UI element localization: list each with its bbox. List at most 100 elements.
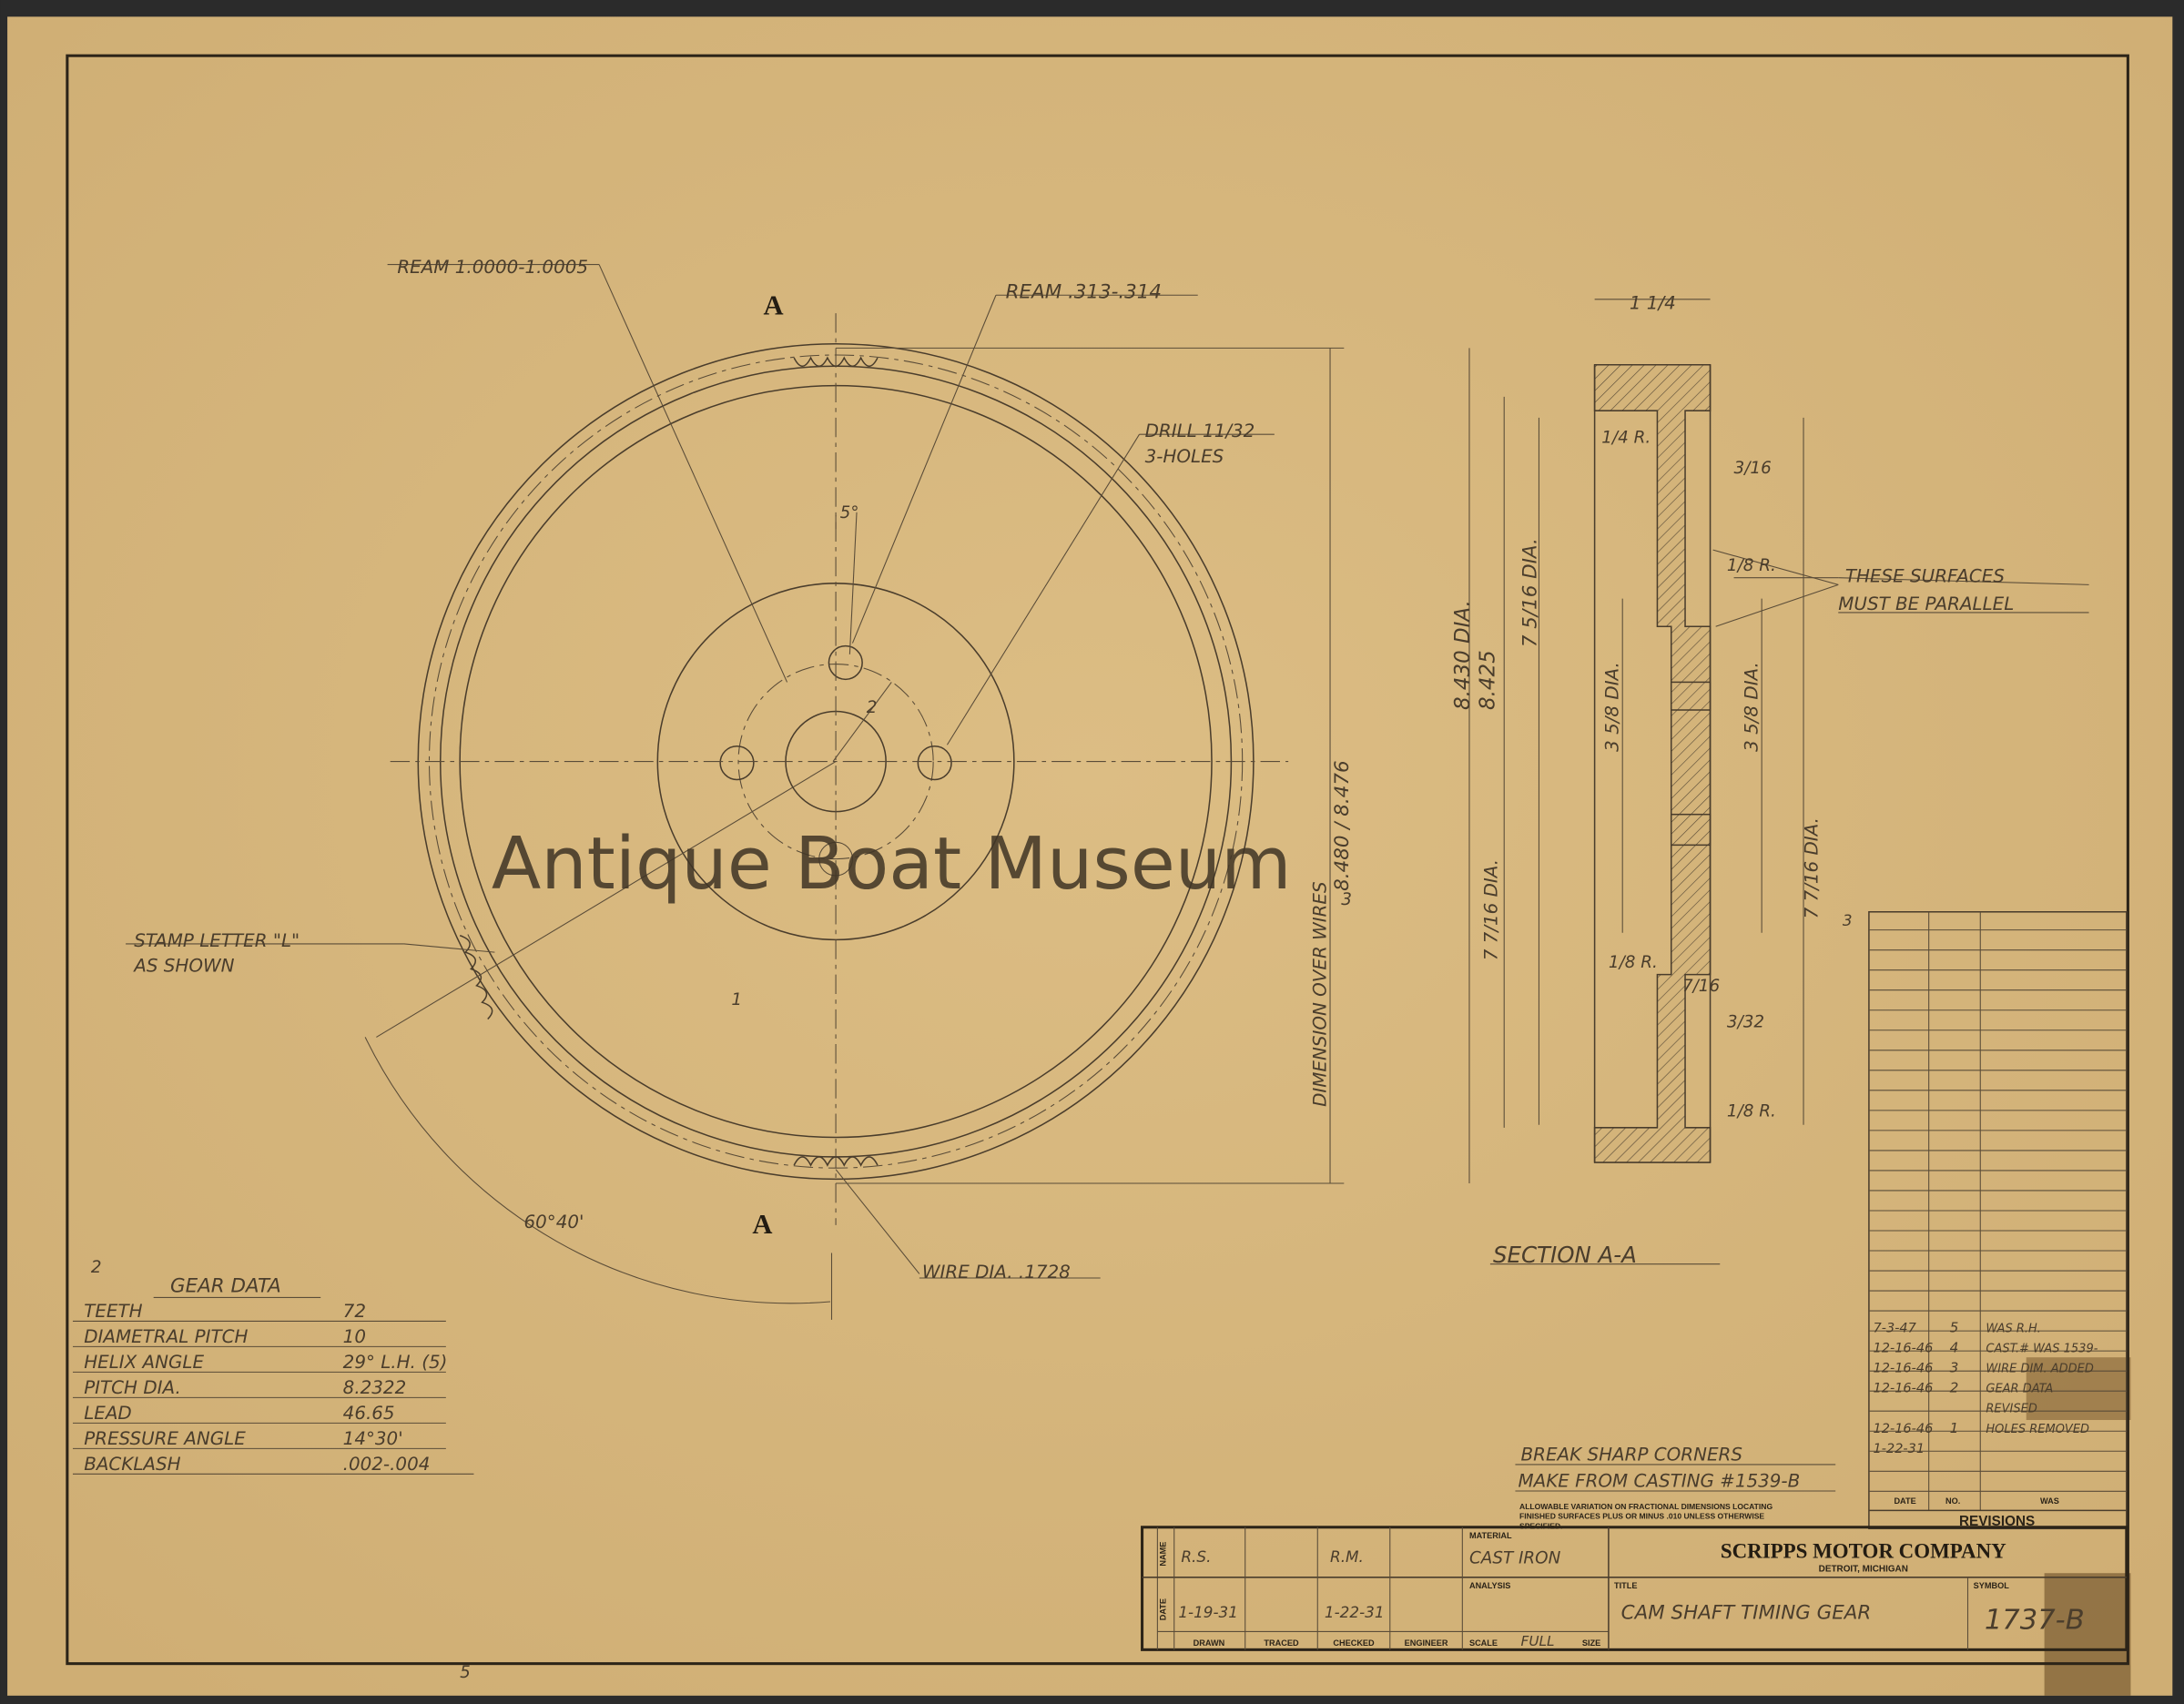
dimension-callouts: REAM 1.0000-1.0005 REAM .313-.314 DRILL …	[132, 257, 2014, 1682]
gear-data-value: 72	[343, 1301, 366, 1322]
gear-data-title: GEAR DATA	[170, 1274, 281, 1297]
role-engineer: ENGINEER	[1405, 1638, 1448, 1648]
radius-dim: 1/8 R.	[1727, 556, 1776, 575]
rev-header-date: DATE	[1894, 1496, 1915, 1506]
angle-label: 5°	[840, 503, 859, 522]
revision-row: 12-16-46 4 CAST.# WAS 1539-	[1874, 1340, 2098, 1356]
gear-data-label: PRESSURE ANGLE	[84, 1428, 246, 1449]
drill-hole	[917, 745, 952, 781]
gear-teeth	[793, 1156, 879, 1167]
gear-data-label: BACKLASH	[84, 1454, 180, 1475]
note-marker: 1	[731, 990, 742, 1009]
gear-front-view	[126, 264, 1345, 1320]
gear-data-row: TEETH 72	[72, 1301, 446, 1322]
title-block: NAME DATE R.S. R.M. 1-19-31 1-22-31 DRAW…	[1141, 1526, 2128, 1651]
drawn-by: R.S.	[1181, 1547, 1211, 1566]
rev-header-no: NO.	[1945, 1496, 1960, 1506]
revision-number: 2	[1950, 1380, 1959, 1396]
gear-teeth	[459, 935, 493, 1020]
revision-description: GEAR DATA	[1986, 1383, 2053, 1396]
ream-large-callout: REAM 1.0000-1.0005	[397, 257, 588, 278]
gear-data-value: 8.2322	[343, 1377, 407, 1398]
tolerance-note: ALLOWABLE VARIATION ON FRACTIONAL DIMENS…	[1519, 1502, 1773, 1511]
ream-small-callout: REAM .313-.314	[1006, 280, 1162, 303]
gear-data-row: BACKLASH .002-.004	[72, 1454, 474, 1475]
company-location: DETROIT, MICHIGAN	[1819, 1565, 1908, 1575]
thickness-dim: 3/32	[1727, 1013, 1764, 1032]
section-mark-top: A	[764, 290, 784, 321]
analysis-label: ANALYSIS	[1469, 1581, 1510, 1590]
gear-data-value: 10	[343, 1326, 366, 1347]
gear-data-value: 46.65	[343, 1403, 395, 1424]
role-checked: CHECKED	[1333, 1638, 1375, 1648]
drawn-date: 1-19-31	[1178, 1603, 1238, 1621]
general-notes: BREAK SHARP CORNERS MAKE FROM CASTING #1…	[1515, 1444, 1836, 1530]
gear-data-row: PRESSURE ANGLE 14°30'	[72, 1428, 446, 1449]
revision-description: CAST.# WAS 1539-	[1986, 1343, 2098, 1356]
revision-description: HOLES REMOVED	[1986, 1423, 2089, 1436]
revision-date: 1-22-31	[1874, 1442, 1925, 1456]
drawing-symbol: 1737-B	[1985, 1604, 2085, 1636]
dimension-over-wires-values: 8.480 / 8.476	[1331, 760, 1354, 890]
parallel-note-2: MUST BE PARALLEL	[1838, 593, 2014, 614]
gear-data-value: 29° L.H. (5)	[343, 1352, 448, 1373]
dia-3-5-8-right: 3 5/8 DIA.	[1742, 662, 1762, 752]
role-drawn: DRAWN	[1194, 1638, 1225, 1648]
revision-row: 12-16-46 3 WIRE DIM. ADDED	[1874, 1360, 2094, 1376]
material-label: MATERIAL	[1469, 1531, 1512, 1540]
scale-label: SCALE	[1469, 1638, 1498, 1648]
gear-data-value: 14°30'	[343, 1428, 403, 1449]
section-label: SECTION A-A	[1493, 1242, 1637, 1268]
note-marker: 3	[1843, 911, 1853, 929]
break-corners-note: BREAK SHARP CORNERS	[1521, 1444, 1742, 1465]
stain	[2044, 1573, 2131, 1696]
gear-data-label: HELIX ANGLE	[84, 1352, 204, 1373]
revision-number: 4	[1950, 1340, 1959, 1356]
revision-date: 7-3-47	[1874, 1322, 1917, 1336]
gear-teeth	[793, 356, 879, 367]
rev-header-was: WAS	[2040, 1496, 2059, 1506]
section-a-a-view	[1468, 299, 2089, 1265]
revision-row: REVISED	[1986, 1403, 2037, 1416]
drill-callout: DRILL 11/32	[1145, 421, 1255, 441]
radius-dim: 1/8 R.	[1727, 1102, 1776, 1121]
gear-data-label: PITCH DIA.	[84, 1377, 181, 1398]
revision-description: WAS R.H.	[1986, 1323, 2041, 1336]
stain	[2026, 1357, 2131, 1420]
gear-data-row: HELIX ANGLE 29° L.H. (5)	[72, 1352, 448, 1373]
size-label: SIZE	[1582, 1638, 1600, 1648]
drawing-title: CAM SHAFT TIMING GEAR	[1621, 1602, 1872, 1625]
gear-data-row: PITCH DIA. 8.2322	[72, 1377, 446, 1398]
paper-sheet	[7, 16, 2173, 1696]
revision-row: 1-22-31	[1874, 1442, 1925, 1456]
revision-date: 12-16-46	[1874, 1422, 1934, 1436]
revision-date: 12-16-46	[1874, 1362, 1934, 1376]
dia-8425: 8.425	[1477, 650, 1500, 710]
wire-dia-callout: WIRE DIA. .1728	[922, 1262, 1071, 1283]
parallel-note: THESE SURFACES	[1845, 565, 2005, 586]
gear-data-label: TEETH	[84, 1301, 142, 1322]
checked-by: R.M.	[1330, 1547, 1364, 1566]
casting-note: MAKE FROM CASTING #1539-B	[1519, 1470, 1801, 1491]
watermark: Antique Boat Museum	[492, 821, 1292, 906]
company-name: SCRIPPS MOTOR COMPANY	[1721, 1539, 2006, 1562]
revision-date: 12-16-46	[1874, 1342, 1934, 1356]
revision-number: 3	[1950, 1360, 1959, 1376]
radius-dim: 1/4 R.	[1601, 428, 1651, 447]
radius-dim: 1/8 R.	[1609, 953, 1658, 972]
revision-description: WIRE DIM. ADDED	[1986, 1363, 2094, 1376]
gear-data-label: DIAMETRAL PITCH	[84, 1326, 248, 1347]
gear-data-value: .002-.004	[343, 1454, 431, 1475]
angle-60-label: 60°40'	[524, 1212, 584, 1232]
drill-hole	[719, 745, 755, 781]
dia-7-5-16: 7 5/16 DIA.	[1519, 538, 1541, 647]
radius-label: 2	[867, 698, 878, 717]
title-label: TITLE	[1614, 1581, 1637, 1590]
